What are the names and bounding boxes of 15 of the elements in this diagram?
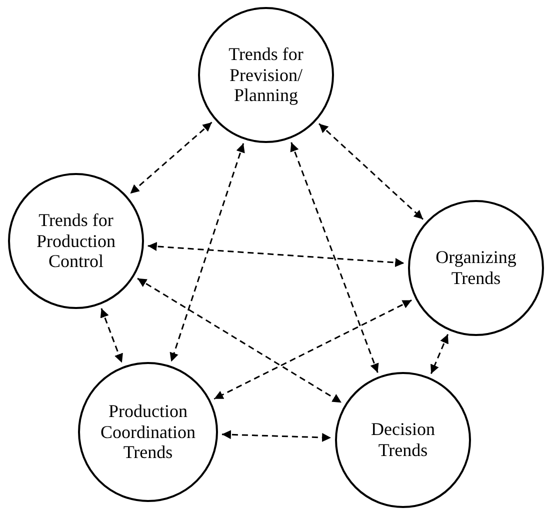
node-label: Organizing Trends	[434, 247, 518, 289]
node-label: Production Coordination Trends	[100, 400, 196, 464]
arrow	[170, 143, 245, 362]
arrow	[148, 242, 404, 268]
arrow	[214, 300, 412, 400]
arrow	[130, 122, 212, 194]
node-label: Decision Trends	[370, 419, 436, 461]
arrow	[222, 430, 332, 442]
arrow	[290, 142, 379, 373]
node-label: Trends for Production Control	[36, 210, 116, 272]
node-label: Trends for Prevision/ Planning	[228, 44, 304, 106]
arrow	[430, 334, 449, 374]
arrow	[100, 308, 123, 364]
arrow	[137, 278, 342, 404]
arrow	[318, 123, 424, 220]
